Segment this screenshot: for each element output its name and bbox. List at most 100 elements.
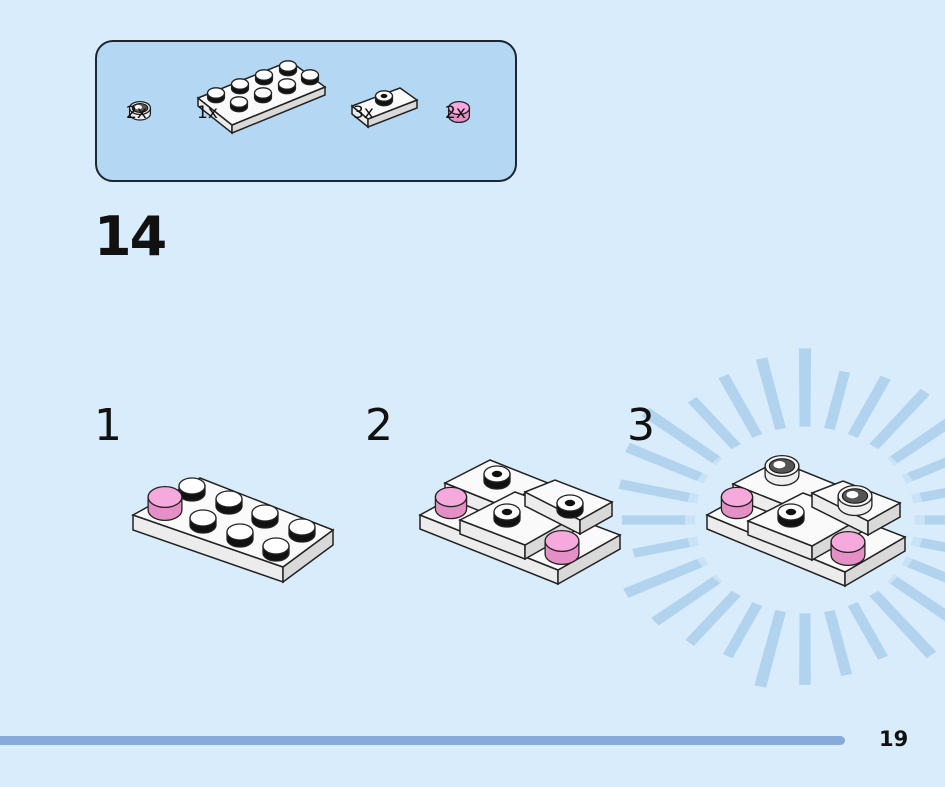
- eye-pupil: [841, 488, 869, 504]
- part-qty-plate-2x4: 1x: [197, 103, 218, 123]
- plate-2x4: [418, 481, 622, 586]
- burst-ray: [910, 488, 945, 504]
- page-number: 19: [879, 727, 909, 751]
- stud-side: [556, 502, 584, 519]
- burst-ray: [910, 536, 945, 552]
- part-qty-jumper-plate: 3x: [353, 103, 374, 123]
- burst-ray: [798, 348, 812, 427]
- burst-ray: [622, 515, 696, 525]
- burst-ray: [901, 457, 945, 484]
- plate-side: [844, 535, 906, 588]
- stud-side: [483, 473, 511, 490]
- stud-side: [493, 511, 521, 528]
- plate-top: [131, 477, 335, 568]
- burst-ray: [755, 357, 786, 430]
- burst-ray: [651, 574, 723, 626]
- jumper-stud-icon: [493, 503, 521, 528]
- substep-3-label: 3: [627, 400, 655, 451]
- part-qty-eye-tile: 2x: [126, 103, 147, 123]
- stud-icon: [215, 490, 243, 515]
- burst-ray: [623, 556, 709, 598]
- plate-side: [747, 519, 813, 562]
- stud-top: [226, 523, 254, 541]
- plate-top: [810, 480, 902, 522]
- burst-ray: [722, 602, 763, 659]
- burst-ray: [847, 602, 888, 660]
- plate-side: [419, 513, 559, 586]
- plate-side: [132, 513, 284, 584]
- jumper-plate: [443, 459, 550, 521]
- stud-top: [837, 484, 873, 508]
- stud-icon: [288, 518, 316, 543]
- stud-side: [215, 498, 243, 515]
- stud-side: [837, 495, 873, 517]
- plate-side: [444, 481, 501, 521]
- eye-highlight: [773, 461, 786, 469]
- stud-top: [434, 486, 468, 508]
- burst-ray: [847, 375, 891, 438]
- pink-round-tile-icon: [147, 485, 183, 522]
- stud-side: [251, 512, 279, 529]
- plate-side: [459, 518, 526, 561]
- stud-icon: [178, 477, 206, 502]
- plate-top: [705, 482, 907, 573]
- stud-side: [288, 526, 316, 543]
- plate-side: [867, 501, 901, 537]
- plate-side: [787, 482, 836, 522]
- step-number: 14: [94, 205, 167, 268]
- plate-side: [557, 533, 621, 586]
- jumper-plate: [746, 492, 867, 562]
- plate-side: [811, 491, 869, 537]
- jumper-hole: [785, 508, 797, 516]
- eye-pupil: [768, 458, 796, 474]
- stud-top: [764, 454, 800, 478]
- pink-round-tile-icon: [434, 486, 468, 520]
- plate-top: [731, 460, 837, 507]
- stud-top: [483, 465, 511, 483]
- eye-tile-icon: [837, 484, 873, 517]
- plate-side: [524, 513, 579, 561]
- stud-icon: [251, 504, 279, 529]
- stud-top: [262, 537, 290, 555]
- stud-side: [764, 465, 800, 487]
- completion-burst-icon: [618, 348, 945, 688]
- burst-ray: [901, 556, 945, 583]
- stud-icon: [262, 537, 290, 562]
- jumper-hole: [491, 470, 503, 478]
- footer-progress-bar: [0, 736, 845, 745]
- burst-ray: [754, 610, 786, 688]
- burst-ray: [824, 370, 851, 430]
- eye-highlight: [846, 491, 859, 499]
- plate-top: [443, 459, 550, 506]
- stud-top: [251, 504, 279, 522]
- part-qty-pink-tile: 2x: [445, 103, 466, 123]
- stud-side: [720, 496, 754, 520]
- jumper-stud-icon: [556, 494, 584, 519]
- jumper-stud-icon: [483, 465, 511, 490]
- stud-side: [262, 545, 290, 562]
- burst-ray: [618, 479, 700, 504]
- jumper-plate: [458, 491, 580, 561]
- burst-ray: [799, 613, 811, 685]
- plate-2x4: [705, 482, 907, 588]
- burst-ray: [687, 396, 741, 450]
- burst-ray: [869, 590, 937, 659]
- jumper-hole: [564, 499, 576, 507]
- stud-icon: [189, 509, 217, 534]
- plate-top: [418, 481, 622, 571]
- jumper-plate: [731, 460, 837, 522]
- burst-ray: [869, 388, 930, 450]
- plate-side: [524, 490, 581, 536]
- burst-ray: [718, 374, 763, 438]
- stud-top: [147, 485, 183, 509]
- eye-tile-icon: [764, 454, 800, 487]
- pink-round-tile-icon: [544, 529, 580, 566]
- stud-top: [830, 530, 866, 554]
- jumper-plate: [810, 480, 902, 537]
- stud-side: [189, 517, 217, 534]
- burst-ray: [887, 418, 945, 466]
- stud-side: [544, 540, 580, 566]
- stud-side: [178, 485, 206, 502]
- burst-ray: [685, 590, 741, 646]
- stud-top: [189, 509, 217, 527]
